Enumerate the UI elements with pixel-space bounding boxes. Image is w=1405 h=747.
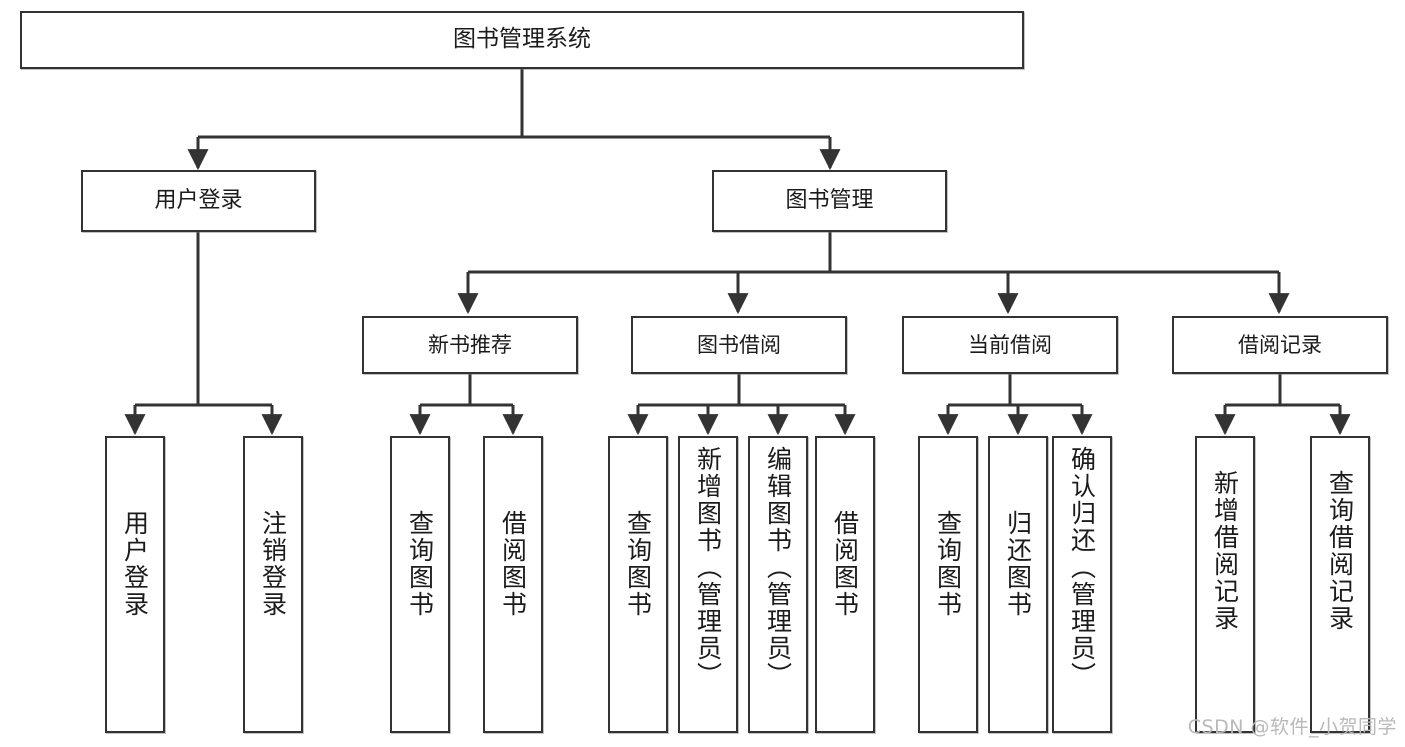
node-label: 归还图书	[1003, 510, 1033, 618]
node-book-borrow[interactable]: 图书借阅	[631, 316, 847, 374]
node-label: 借阅记录	[1238, 332, 1322, 357]
node-label: 查询借阅记录	[1325, 470, 1355, 632]
node-label: 当前借阅	[968, 332, 1052, 357]
leaf-query-book-current[interactable]: 查询图书	[918, 436, 978, 733]
node-label: 借阅图书	[498, 510, 528, 618]
leaf-query-book-recommend[interactable]: 查询图书	[390, 436, 450, 733]
node-book-management-system[interactable]: 图书管理系统	[20, 11, 1024, 69]
node-label: 用户登录	[154, 188, 243, 214]
leaf-query-borrow-record[interactable]: 查询借阅记录	[1310, 436, 1370, 733]
node-current-borrow[interactable]: 当前借阅	[902, 316, 1118, 374]
node-borrow-record[interactable]: 借阅记录	[1172, 316, 1388, 374]
leaf-confirm-return-admin[interactable]: 确认归还（管理员）	[1052, 436, 1112, 733]
node-label: 图书管理	[785, 188, 874, 214]
node-book-management[interactable]: 图书管理	[712, 170, 947, 232]
leaf-user-login[interactable]: 用户登录	[105, 436, 165, 733]
node-label: 查询图书	[623, 510, 653, 618]
leaf-logout-login[interactable]: 注销登录	[243, 436, 303, 733]
node-label: 注销登录	[258, 510, 288, 618]
node-label: 确认归还（管理员）	[1067, 446, 1097, 689]
leaf-edit-book-admin[interactable]: 编辑图书（管理员）	[748, 436, 808, 733]
leaf-query-book-borrow[interactable]: 查询图书	[608, 436, 668, 733]
node-label: 查询图书	[933, 510, 963, 618]
node-label: 新书推荐	[428, 332, 512, 357]
node-label: 用户登录	[120, 510, 150, 618]
leaf-add-book-admin[interactable]: 新增图书（管理员）	[678, 436, 738, 733]
node-label: 查询图书	[405, 510, 435, 618]
node-label: 新增借阅记录	[1210, 470, 1240, 632]
leaf-return-book[interactable]: 归还图书	[988, 436, 1048, 733]
node-label: 编辑图书（管理员）	[763, 446, 793, 689]
leaf-borrow-book-recommend[interactable]: 借阅图书	[483, 436, 543, 733]
node-user-login[interactable]: 用户登录	[81, 170, 316, 232]
watermark: CSDN @软件_小贺同学	[1187, 716, 1397, 738]
node-label: 图书借阅	[697, 332, 781, 357]
node-new-book-recommend[interactable]: 新书推荐	[362, 316, 578, 374]
node-label: 图书管理系统	[453, 26, 591, 53]
node-label: 新增图书（管理员）	[693, 446, 723, 689]
node-label: 借阅图书	[830, 510, 860, 618]
leaf-add-borrow-record[interactable]: 新增借阅记录	[1195, 436, 1255, 733]
leaf-borrow-book[interactable]: 借阅图书	[815, 436, 875, 733]
